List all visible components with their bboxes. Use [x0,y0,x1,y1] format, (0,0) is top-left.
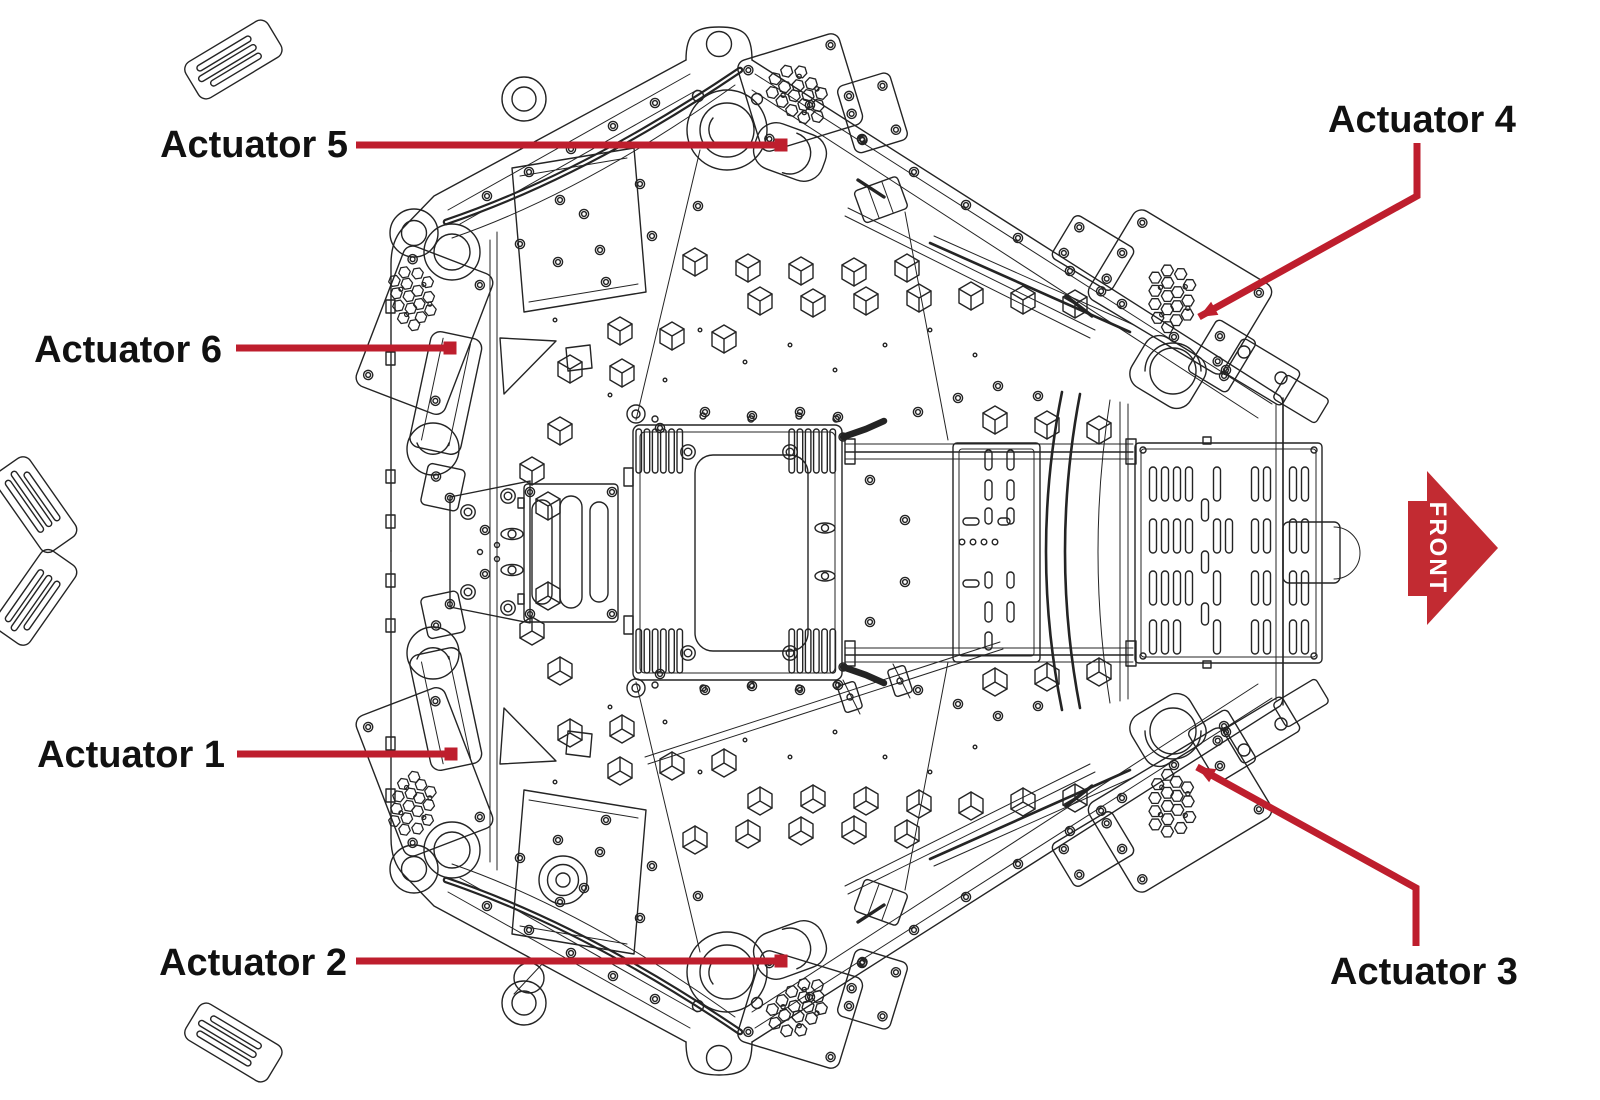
machine-upper-half [0,26,1329,1086]
callout-actuator-1: Actuator 1 [37,734,458,776]
inner-perforated-plate [952,442,1041,663]
machine-center [449,390,1361,995]
callout-label-actuator-3: Actuator 3 [1330,951,1518,993]
right-bracketry [1223,338,1329,424]
callout-terminal-actuator-4 [1199,301,1219,317]
lower-details [513,641,1004,995]
base-plate-outline [385,26,1284,552]
callout-terminal-actuator-3 [1197,767,1217,783]
callout-label-actuator-5: Actuator 5 [160,124,348,166]
actuator-callouts: Actuator 1 Actuator 2 Actuator 3 Actuator 4… [34,99,1518,993]
cargo-deck [1134,436,1323,669]
actuator-4-cylinder [1129,334,1207,410]
callout-terminal-actuator-2 [774,954,788,968]
callout-label-actuator-6: Actuator 6 [34,329,222,371]
central-frame [623,404,888,698]
support-arcs [1044,390,1129,712]
front-direction-arrow [1408,471,1498,625]
actuator-5-assembly [0,33,1096,557]
callout-line-actuator-4 [1197,143,1421,321]
callout-actuator-3: Actuator 3 [1195,763,1518,993]
actuator-5-cylinder [752,122,828,182]
side-rails [844,438,1137,667]
front-label: FRONT [1424,502,1451,595]
callout-label-actuator-4: Actuator 4 [1328,99,1516,141]
callout-actuator-4: Actuator 4 [1197,99,1516,321]
curved-guide-rail [442,66,744,239]
tilted-cover-plate [499,147,647,395]
callout-terminal-actuator-1 [444,747,458,761]
callout-actuator-2: Actuator 2 [159,942,788,984]
callout-actuator-5: Actuator 5 [160,124,788,166]
actuator-4-assembly [180,209,1273,1086]
panel-seams [489,149,949,552]
callout-line-actuator-3 [1195,763,1420,946]
v-joint-block [449,480,619,624]
actuator-6-assembly [355,223,494,512]
callout-actuator-6: Actuator 6 [34,329,457,371]
callout-terminal-actuator-5 [774,138,788,152]
callout-terminal-actuator-6 [443,341,457,355]
actuator-6-cylinder [409,331,483,455]
callout-label-actuator-2: Actuator 2 [159,942,347,984]
callout-label-actuator-1: Actuator 1 [37,734,225,776]
